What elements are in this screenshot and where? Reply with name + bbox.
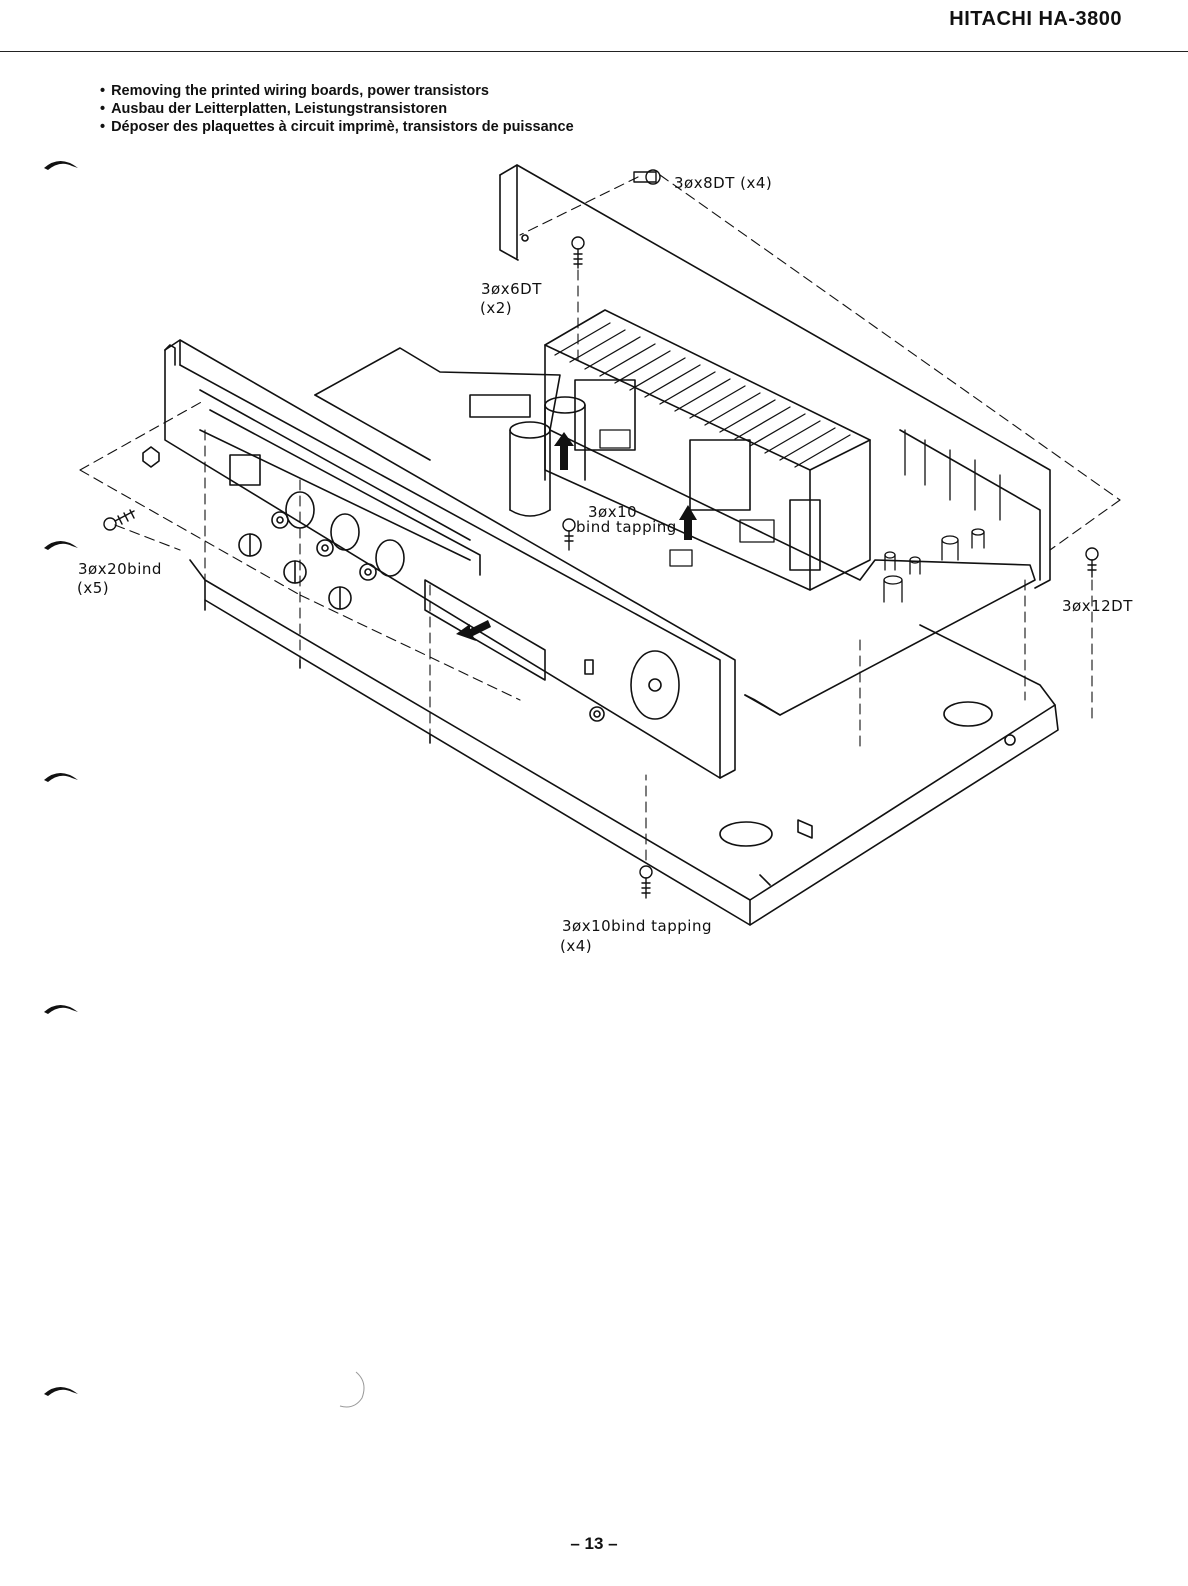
instruction-french: Déposer des plaquettes à circuit imprimè… — [100, 118, 574, 136]
heat-sink — [545, 310, 870, 590]
header-title: HITACHI HA-3800 — [949, 8, 1122, 31]
header-rule — [0, 51, 1188, 52]
label-screw-3x20bind-qty: (x5) — [77, 579, 109, 598]
instruction-english: Removing the printed wiring boards, powe… — [100, 82, 574, 100]
scan-artifact-circle — [326, 1368, 370, 1412]
screw-center — [563, 519, 575, 550]
binder-mark-icon — [42, 996, 82, 1018]
screw-heatsink — [572, 237, 584, 268]
label-screw-3x8dt: 3øx8DT (x4) — [674, 174, 772, 193]
label-screw-3x6dt: 3øx6DT — [481, 280, 542, 299]
instruction-german: Ausbau der Leitterplatten, Leistungstran… — [100, 100, 574, 118]
label-screw-3x20bind: 3øx20bind — [78, 560, 162, 579]
label-screw-3x6dt-qty: (x2) — [480, 299, 512, 318]
page-number: – 13 – — [0, 1534, 1188, 1554]
label-screw-3x12dt: 3øx12DT — [1062, 597, 1133, 616]
screw-right — [1086, 548, 1098, 577]
label-screw-3x10bind: 3øx10bind tapping — [562, 917, 712, 936]
label-screw-3x10bind-qty: (x4) — [560, 937, 592, 956]
instruction-list: Removing the printed wiring boards, powe… — [100, 82, 574, 136]
binder-mark-icon — [42, 1378, 82, 1400]
label-screw-3x10-type: bind tapping — [576, 518, 677, 537]
front-panel — [165, 340, 735, 778]
screw-bottom — [640, 866, 652, 898]
exploded-view-diagram — [0, 140, 1188, 980]
chassis-base — [190, 560, 1058, 925]
board-components — [600, 430, 1000, 602]
